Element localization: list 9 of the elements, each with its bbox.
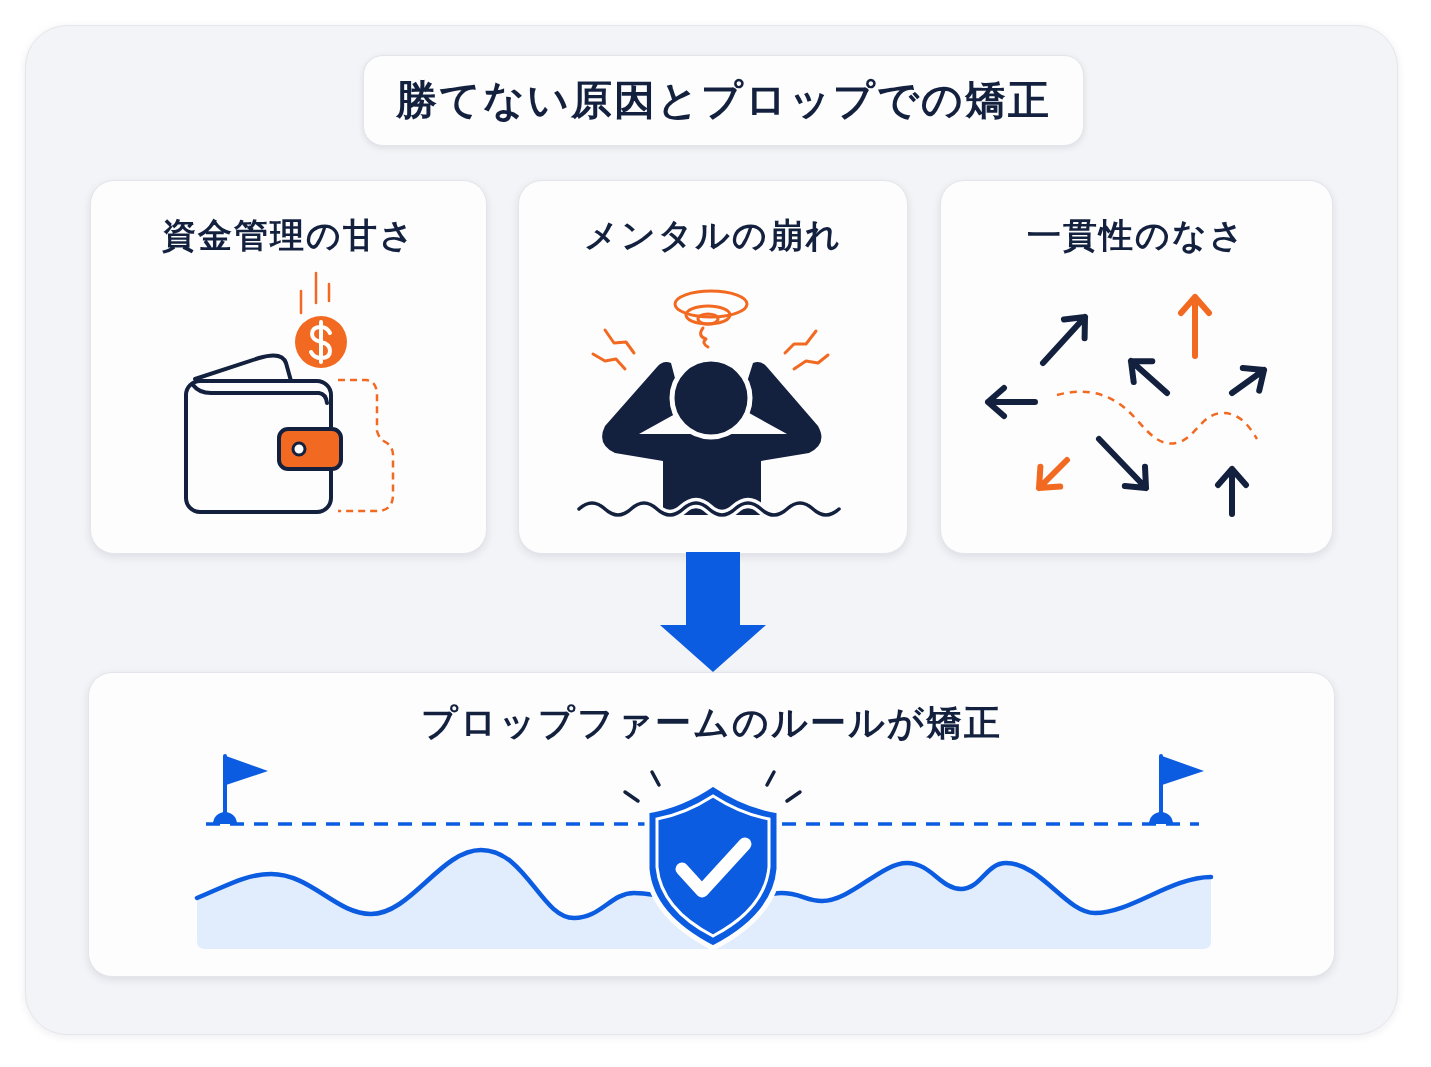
card-heading: 資金管理の甘さ: [161, 215, 416, 256]
card: [518, 180, 908, 554]
card: [940, 180, 1333, 554]
card-heading: 一貫性のなさ: [1027, 215, 1246, 256]
title-banner: 勝てない原因とプロップでの矯正: [363, 55, 1084, 146]
card-heading: プロップファームのルールが矯正: [421, 701, 1002, 745]
card-heading: メンタルの崩れ: [584, 215, 842, 256]
card: [88, 672, 1335, 977]
card: [90, 180, 487, 554]
